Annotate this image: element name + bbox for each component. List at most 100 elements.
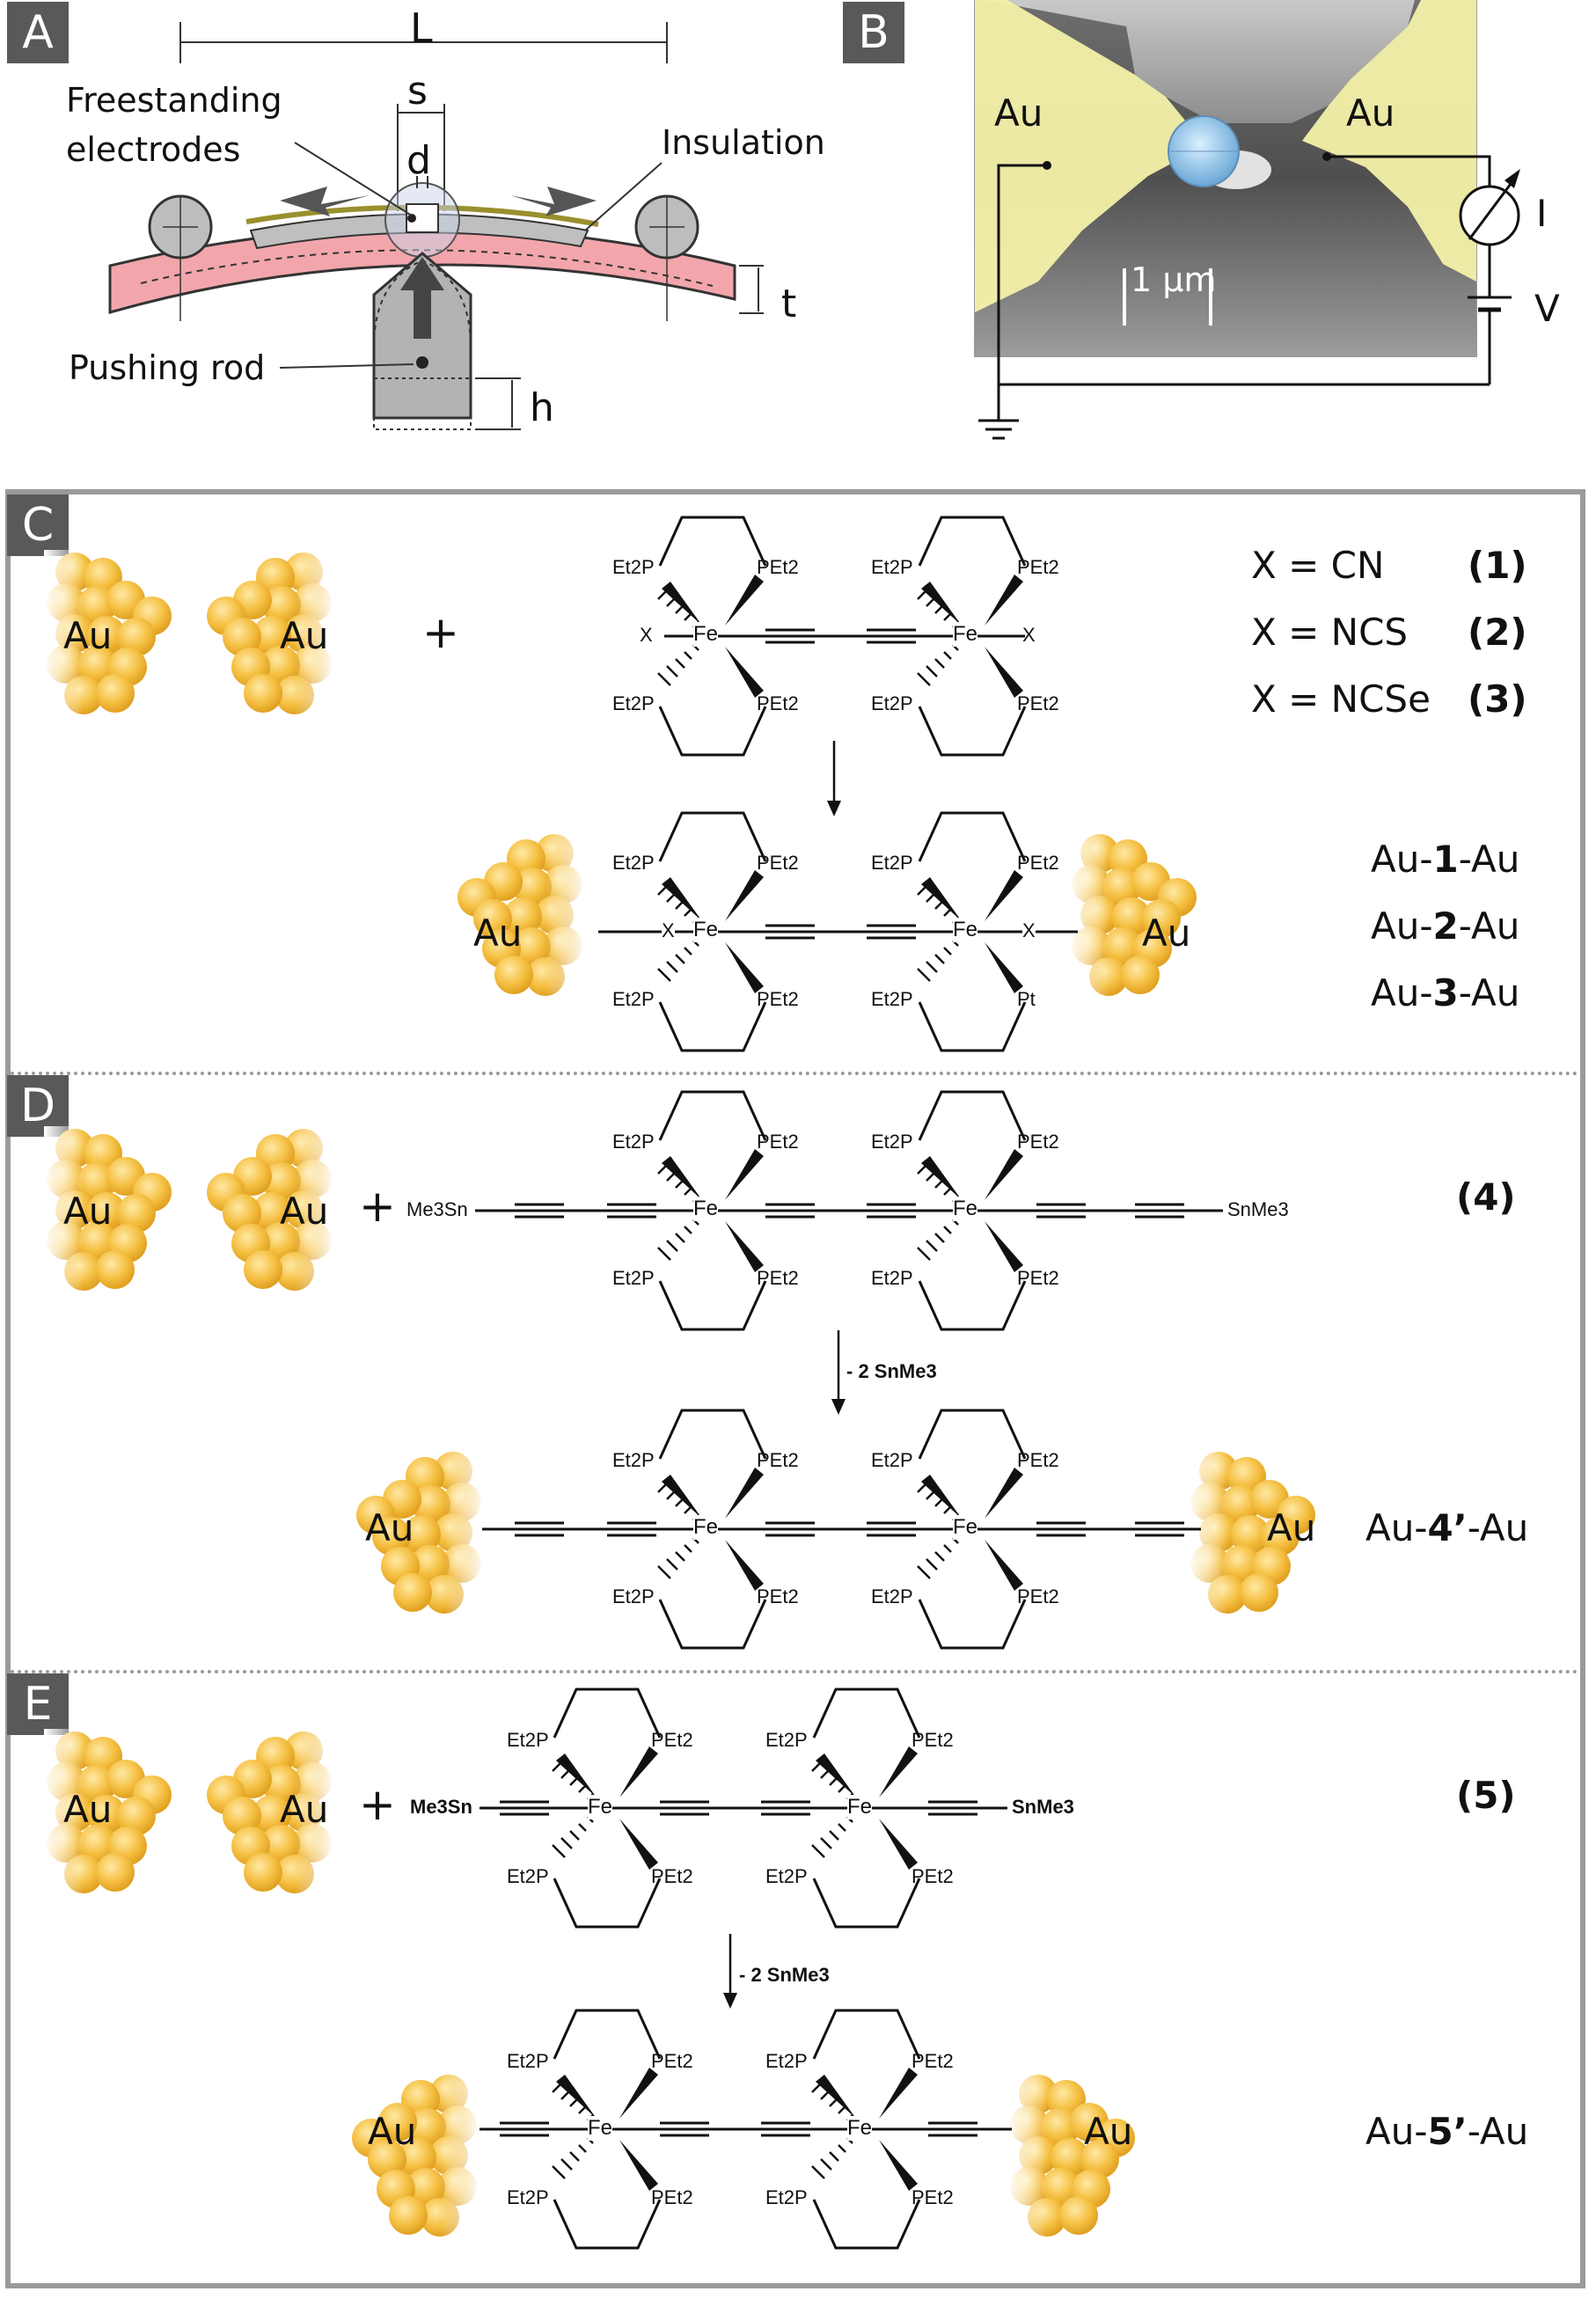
- panel-a-tag: A: [7, 2, 69, 63]
- compound-4: (4): [1456, 1175, 1516, 1219]
- pet2-c6: PEt2: [757, 988, 799, 1010]
- pet2-e6: PEt2: [651, 2186, 693, 2208]
- me3sn-e: Me3Sn: [410, 1796, 472, 1819]
- et2p-e4: Et2P: [765, 1865, 808, 1887]
- x-left-product: X: [662, 919, 675, 942]
- panel-b-tag: B: [843, 2, 904, 63]
- au-label-e1: Au: [63, 1788, 113, 1831]
- pet2-d5: PEt2: [757, 1449, 799, 1471]
- panel-d-scheme: [44, 1090, 1315, 1650]
- et2p-d1: Et2P: [612, 1131, 655, 1153]
- separator-c-d: [11, 1072, 1578, 1075]
- pet2-d6: PEt2: [757, 1585, 799, 1607]
- fe-c-r2: Fe: [953, 622, 978, 647]
- pet2-e8: PEt2: [911, 2186, 954, 2208]
- et2p-e7: Et2P: [765, 2050, 808, 2072]
- au-label-c4: Au: [1142, 912, 1191, 955]
- label-current: I: [1536, 192, 1548, 235]
- fe-d-p2: Fe: [953, 1515, 978, 1540]
- et2p-d8: Et2P: [871, 1585, 913, 1607]
- et2p-e6: Et2P: [507, 2186, 549, 2208]
- pet2-e4: PEt2: [911, 1865, 954, 1887]
- x-def-2: X = NCS: [1251, 611, 1409, 654]
- snme3-d: SnMe3: [1227, 1198, 1289, 1220]
- au-label-d4: Au: [1267, 1506, 1316, 1549]
- et2p-d2: Et2P: [612, 1267, 655, 1289]
- panel-a-bending-setup: [108, 22, 764, 430]
- pet2-d7: PEt2: [1017, 1449, 1059, 1471]
- fe-d-r2: Fe: [953, 1197, 978, 1221]
- et2p-c3: Et2P: [871, 556, 913, 578]
- et2p-c7: Et2P: [871, 852, 913, 874]
- x-left-reactant: X: [640, 624, 653, 646]
- x-def-2-num: (2): [1468, 611, 1527, 654]
- fe-d-p1: Fe: [693, 1515, 719, 1540]
- et2p-c5: Et2P: [612, 852, 655, 874]
- pet2-d4: PEt2: [1017, 1267, 1059, 1289]
- pet2-e5: PEt2: [651, 2050, 693, 2072]
- et2p-e3: Et2P: [765, 1729, 808, 1751]
- au-label-e4: Au: [1084, 2110, 1133, 2153]
- plus-c: +: [422, 607, 459, 658]
- label-au-right-electrode: Au: [1346, 92, 1395, 135]
- x-right-reactant: X: [1022, 624, 1036, 646]
- pt-truncated: Pt: [1017, 988, 1036, 1010]
- et2p-d7: Et2P: [871, 1449, 913, 1471]
- et2p-c2: Et2P: [612, 692, 655, 714]
- fe-c-p1: Fe: [693, 918, 719, 942]
- panel-e-tag: E: [7, 1673, 69, 1735]
- et2p-d5: Et2P: [612, 1449, 655, 1471]
- au-label-c3: Au: [473, 912, 523, 955]
- au-label-c2: Au: [280, 614, 329, 657]
- minus-snme3-d: - 2 SnMe3: [846, 1360, 937, 1382]
- pet2-d2: PEt2: [757, 1267, 799, 1289]
- et2p-c6: Et2P: [612, 988, 655, 1010]
- panel-b-sem-image: [974, 0, 1520, 440]
- dim-t: t: [781, 282, 797, 326]
- panel-c-tag: C: [7, 494, 69, 556]
- et2p-c1: Et2P: [612, 556, 655, 578]
- pet2-d1: PEt2: [757, 1131, 799, 1153]
- et2p-d6: Et2P: [612, 1585, 655, 1607]
- synthesis-frame: [5, 489, 1585, 2288]
- label-pushing-rod: Pushing rod: [69, 348, 266, 387]
- scale-bar-label: 1 µm: [1131, 260, 1217, 299]
- et2p-e5: Et2P: [507, 2050, 549, 2072]
- pet2-d8: PEt2: [1017, 1585, 1059, 1607]
- et2p-d4: Et2P: [871, 1267, 913, 1289]
- plus-d: +: [359, 1181, 396, 1232]
- fe-d-r1: Fe: [693, 1197, 719, 1221]
- x-def-3: X = NCSe: [1251, 677, 1431, 721]
- au-label-d2: Au: [280, 1190, 329, 1233]
- separator-d-e: [11, 1670, 1578, 1673]
- fe-e-r2: Fe: [847, 1795, 873, 1819]
- pet2-c3: PEt2: [1017, 556, 1059, 578]
- et2p-e1: Et2P: [507, 1729, 549, 1751]
- x-def-1: X = CN: [1251, 544, 1385, 587]
- label-voltage: V: [1534, 287, 1560, 330]
- dim-s: s: [407, 69, 428, 113]
- dim-L: L: [410, 4, 433, 52]
- au-label-e2: Au: [280, 1788, 329, 1831]
- pet2-c2: PEt2: [757, 692, 799, 714]
- fe-c-r1: Fe: [693, 622, 719, 647]
- et2p-e2: Et2P: [507, 1865, 549, 1887]
- me3sn-d: Me3Sn: [406, 1198, 468, 1221]
- x-def-1-num: (1): [1468, 544, 1527, 587]
- au-label-d3: Au: [365, 1506, 414, 1549]
- dim-d: d: [406, 138, 431, 183]
- pet2-c4: PEt2: [1017, 692, 1059, 714]
- et2p-e8: Et2P: [765, 2186, 808, 2208]
- panel-d-tag: D: [7, 1075, 69, 1137]
- plus-e: +: [359, 1779, 396, 1830]
- x-right-product: X: [1022, 919, 1036, 942]
- x-def-3-num: (3): [1468, 677, 1527, 721]
- au-label-d1: Au: [63, 1190, 113, 1233]
- pet2-e2: PEt2: [651, 1865, 693, 1887]
- pet2-e7: PEt2: [911, 2050, 954, 2072]
- compound-5: (5): [1456, 1774, 1516, 1817]
- label-electrodes: electrodes: [66, 130, 241, 169]
- pet2-e1: PEt2: [651, 1729, 693, 1751]
- pet2-c1: PEt2: [757, 556, 799, 578]
- fe-c-p2: Fe: [953, 918, 978, 942]
